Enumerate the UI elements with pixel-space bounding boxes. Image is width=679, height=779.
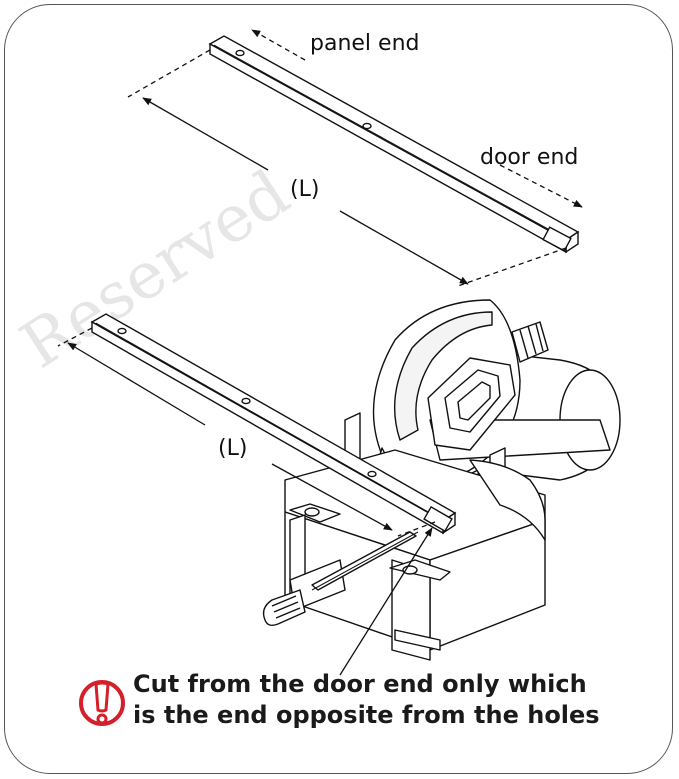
length-label-top: (L) <box>290 177 319 202</box>
miter-saw <box>262 299 621 661</box>
door-end-label: door end <box>480 145 578 170</box>
bottom-dimension <box>57 327 436 537</box>
top-dimension <box>127 29 583 287</box>
panel-end-label: panel end <box>310 31 419 56</box>
cut-leader-line <box>339 527 433 676</box>
warning-message: Cut from the door end only which is the … <box>133 669 663 731</box>
warning-line-1: Cut from the door end only which <box>133 670 587 698</box>
warning-line-2: is the end opposite from the holes <box>133 701 600 729</box>
length-label-bottom: (L) <box>218 436 247 461</box>
bottom-rail <box>90 313 457 535</box>
top-rail <box>208 35 580 254</box>
exclamation-circle-icon <box>79 680 125 726</box>
